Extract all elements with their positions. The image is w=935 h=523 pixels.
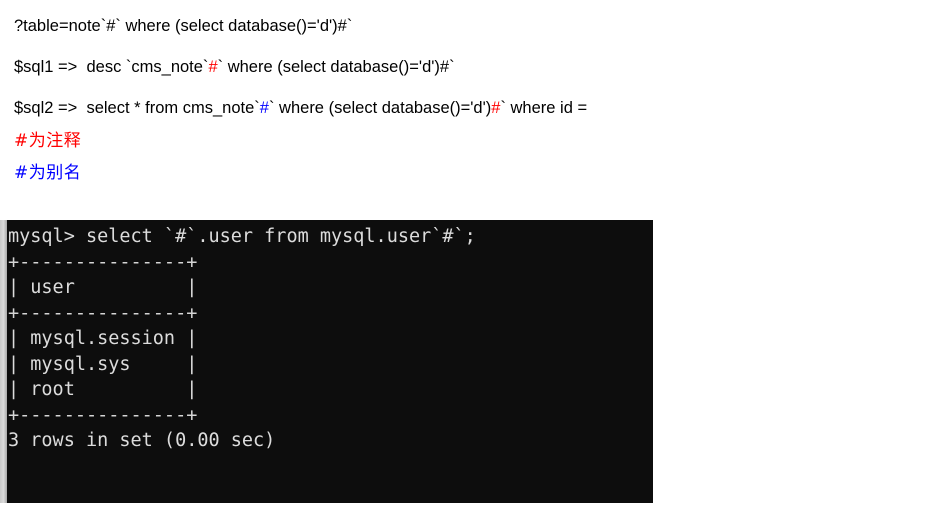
sql2-alias-hash: #: [259, 99, 269, 117]
sql1-suffix: ` where (select database()='d')#`: [217, 58, 455, 76]
legend-comment-line: #为注释: [0, 131, 935, 151]
table-bottom-rule: +---------------+: [8, 404, 198, 426]
legend-comment-hash: #: [14, 131, 29, 151]
table-row: | mysql.sys |: [8, 353, 198, 375]
table-row: | mysql.session |: [8, 328, 198, 349]
terminal-scrollbar[interactable]: [0, 220, 7, 503]
legend-alias-line: #为别名: [0, 163, 935, 183]
annotation-notes-block: ?table=note`#` where (select database()=…: [0, 0, 935, 183]
note-line-url-payload: ?table=note`#` where (select database()=…: [0, 17, 935, 36]
terminal-status-line: 3 rows in set (0.00 sec): [8, 430, 276, 451]
legend-comment-label: 为注释: [28, 131, 82, 151]
table-top-rule: +---------------+: [8, 251, 198, 273]
note-line-sql2: $sql2 => select * from cms_note`#` where…: [0, 99, 935, 118]
sql2-prefix: $sql2 => select * from cms_note`: [14, 99, 260, 117]
note-line-url-payload-text: ?table=note`#` where (select database()=…: [14, 17, 353, 35]
terminal-output-body[interactable]: mysql> select `#`.user from mysql.user`#…: [7, 220, 653, 503]
sql1-comment-hash: #: [208, 58, 218, 76]
legend-alias-hash: #: [14, 163, 29, 183]
table-mid-rule: +---------------+: [8, 302, 198, 324]
sql2-suffix: ` where id =: [500, 99, 592, 117]
table-header-row: | user |: [8, 277, 198, 298]
note-line-sql1: $sql1 => desc `cms_note`#` where (select…: [0, 58, 935, 77]
legend-alias-label: 为别名: [28, 163, 82, 183]
mysql-terminal-window[interactable]: mysql> select `#`.user from mysql.user`#…: [0, 220, 653, 503]
sql1-prefix: $sql1 => desc `cms_note`: [14, 58, 209, 76]
table-row: | root |: [8, 379, 198, 400]
terminal-prompt-line: mysql> select `#`.user from mysql.user`#…: [8, 226, 476, 247]
sql2-comment-hash: #: [491, 99, 501, 117]
sql2-middle: ` where (select database()='d'): [268, 99, 492, 117]
